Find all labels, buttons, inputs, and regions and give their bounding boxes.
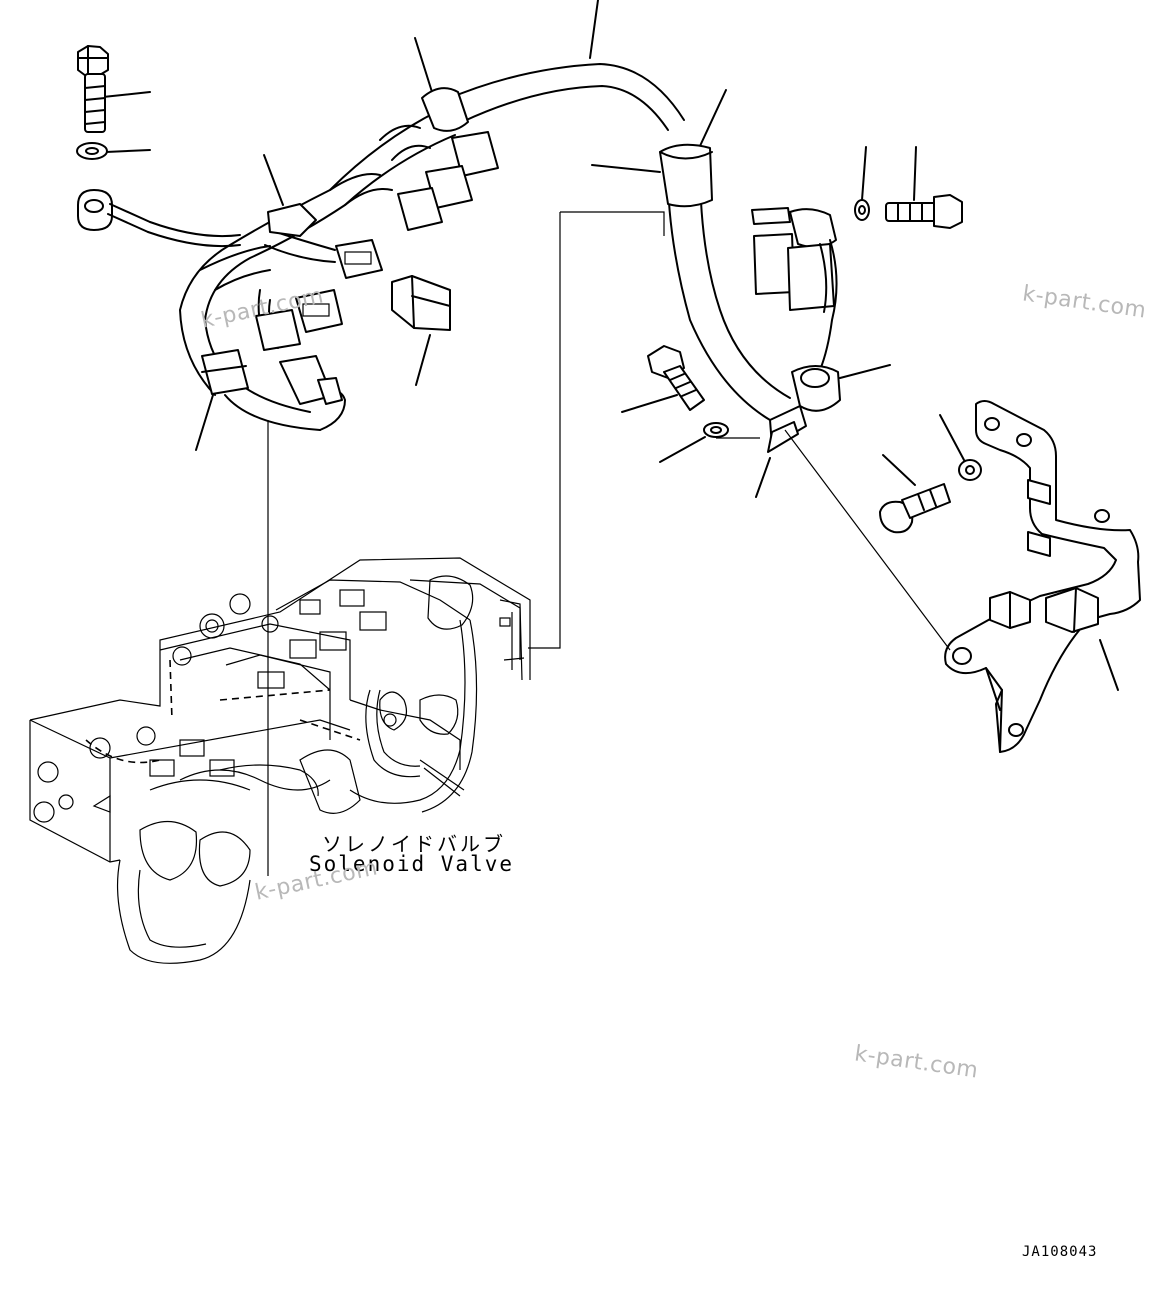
- valve-caption-en: Solenoid Valve: [309, 852, 515, 876]
- washer-top-right: [854, 199, 870, 221]
- bolt-bracket: [879, 483, 951, 534]
- loose-connector: [391, 275, 451, 331]
- drawing-code: JA108043: [1022, 1244, 1098, 1260]
- washer-bracket: [958, 459, 982, 481]
- bolt-center: [647, 345, 705, 411]
- wire-harness: [179, 63, 791, 431]
- harness-right-connectors: [751, 207, 838, 371]
- solenoid-valve-body: [29, 557, 531, 964]
- washer-top-left: [76, 142, 108, 160]
- ring-terminal: [77, 189, 241, 248]
- valve-caption-jp: ソレノイドバルブ: [322, 832, 506, 856]
- harness-clamp: [767, 365, 841, 453]
- bolt-top-left: [77, 45, 109, 133]
- mounting-bracket: [944, 400, 1141, 753]
- leader-lines: [102, 0, 1119, 691]
- bolt-top-right: [885, 194, 963, 229]
- washer-center: [703, 422, 729, 438]
- reference-lines: [267, 211, 951, 876]
